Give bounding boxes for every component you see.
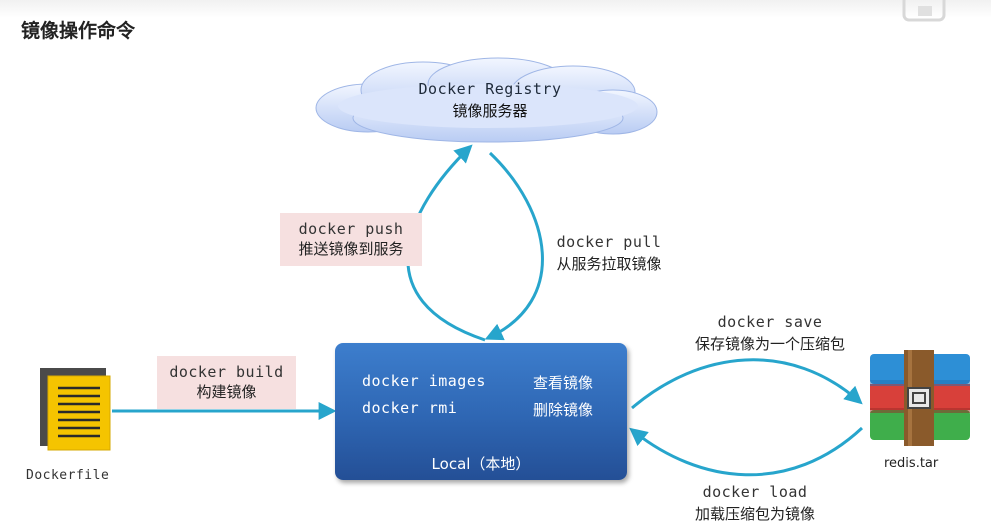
local-caption: Local（本地）	[431, 455, 531, 473]
top-band	[0, 0, 991, 18]
save-desc: 保存镜像为一个压缩包	[694, 335, 845, 353]
local-box: docker images 查看镜像 docker rmi 删除镜像 Local…	[335, 343, 627, 480]
registry-name: Docker Registry	[418, 80, 562, 98]
local-row-cmd-2: docker rmi	[362, 399, 458, 417]
registry-cloud	[315, 57, 658, 143]
archive-label: redis.tar	[884, 456, 939, 471]
pull-arrow	[484, 151, 544, 341]
pull-cmd: docker pull	[556, 233, 662, 251]
registry-desc: 镜像服务器	[452, 102, 528, 120]
registry-label: Docker Registry 镜像服务器	[340, 80, 640, 121]
push-desc: 推送镜像到服务	[298, 240, 404, 258]
save-cmd: docker save	[717, 313, 823, 331]
save-label: docker save 保存镜像为一个压缩包	[680, 311, 860, 355]
load-arrow	[629, 426, 864, 477]
page-title: 镜像操作命令	[21, 20, 136, 42]
screen-share-icon[interactable]	[896, 0, 956, 26]
build-desc: 构建镜像	[196, 383, 257, 401]
load-label: docker load 加载压缩包为镜像	[680, 481, 830, 525]
push-label: docker push 推送镜像到服务	[280, 213, 422, 266]
local-row-desc-2: 删除镜像	[533, 401, 594, 419]
build-cmd: docker build	[169, 363, 284, 381]
pull-desc: 从服务拉取镜像	[556, 255, 662, 273]
local-row-cmd-1: docker images	[362, 372, 486, 390]
push-cmd: docker push	[298, 220, 404, 238]
save-arrow	[631, 358, 863, 410]
load-desc: 加载压缩包为镜像	[694, 505, 815, 523]
winrar-archive-icon	[870, 350, 970, 446]
local-row-desc-1: 查看镜像	[533, 374, 594, 392]
pull-label: docker pull 从服务拉取镜像	[548, 231, 670, 275]
document-icon	[40, 368, 111, 451]
dockerfile-label: Dockerfile	[26, 468, 110, 483]
build-label: docker build 构建镜像	[157, 356, 296, 409]
load-cmd: docker load	[702, 483, 808, 501]
